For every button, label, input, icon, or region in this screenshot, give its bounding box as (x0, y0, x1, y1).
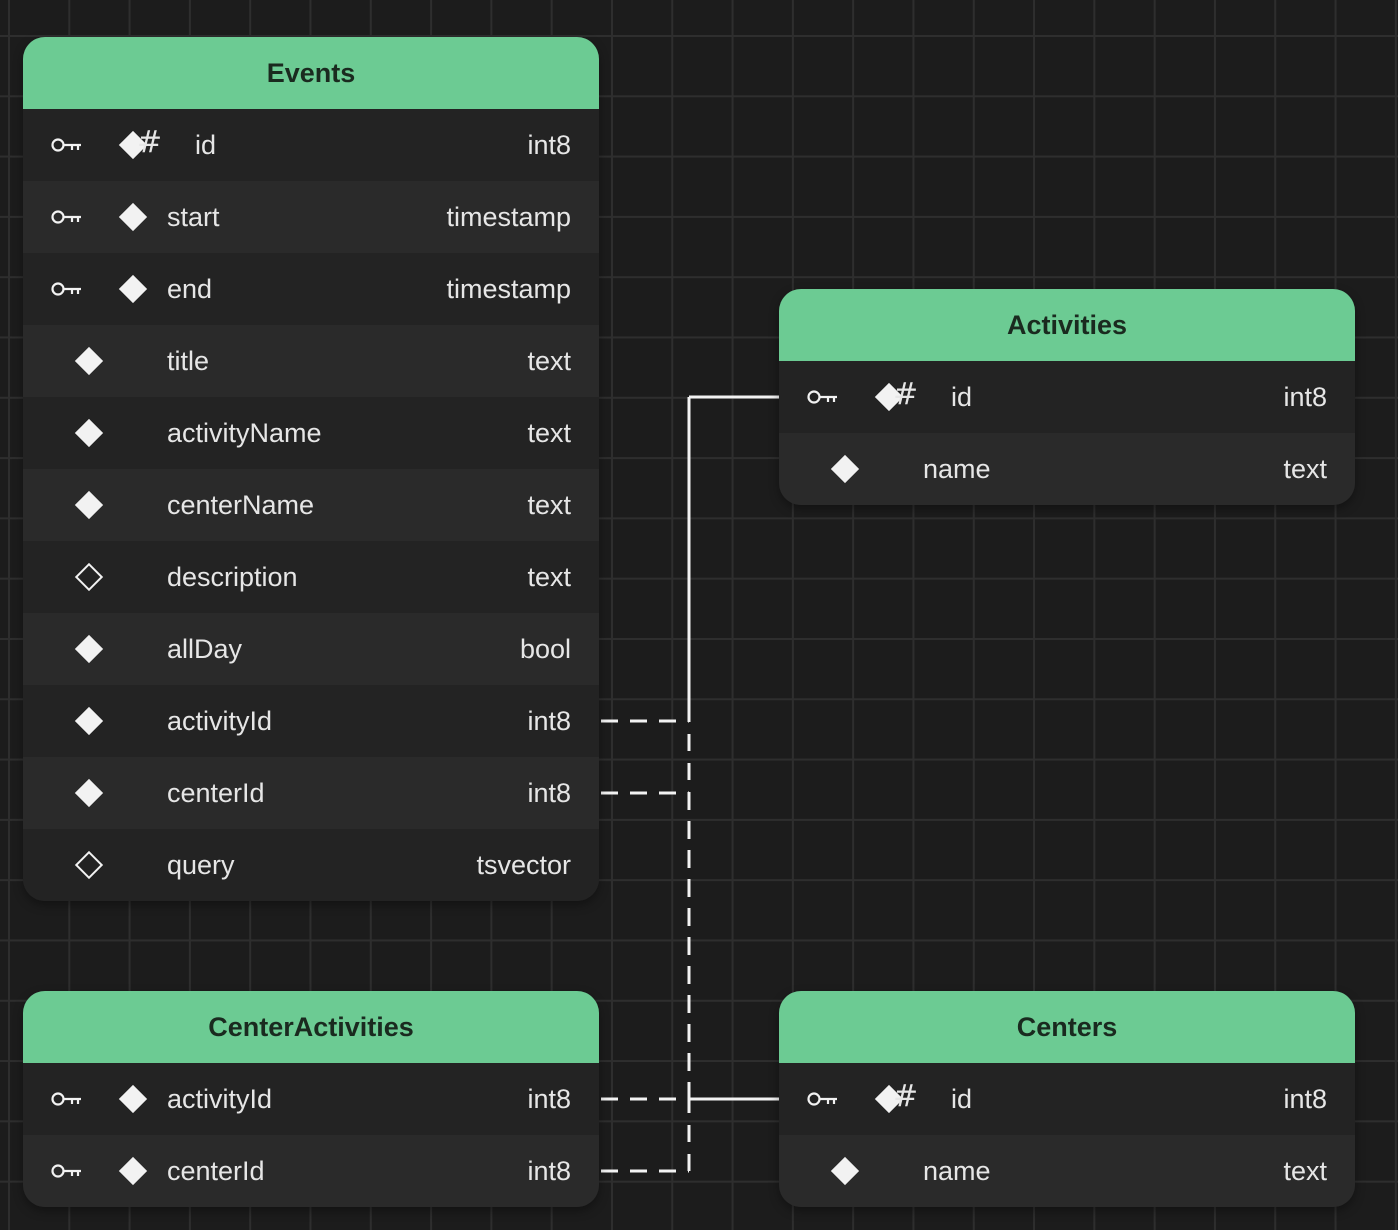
column-type: text (527, 345, 571, 376)
filled-diamond-icon (118, 1084, 148, 1114)
filled-diamond-icon (74, 706, 104, 736)
column-row-start[interactable]: start timestamp (23, 181, 599, 253)
column-name: title (167, 345, 210, 376)
filled-diamond-icon (74, 634, 104, 664)
column-row-center-id[interactable]: centerId int8 (23, 757, 599, 829)
filled-diamond-icon (74, 418, 104, 448)
column-type: int8 (527, 777, 571, 808)
column-name: activityId (167, 1083, 273, 1114)
column-name: end (167, 273, 213, 304)
filled-diamond-icon (118, 1156, 148, 1186)
table-center-activities[interactable]: CenterActivities activityId int8 centerId in… (23, 991, 599, 1207)
column-row-activity-id[interactable]: activityId int8 (23, 1063, 599, 1135)
column-name: name (923, 1155, 991, 1186)
column-type: text (1283, 1155, 1327, 1186)
column-type: int8 (527, 129, 571, 160)
column-name: id (195, 129, 217, 160)
key-icon (807, 390, 837, 404)
key-icon (807, 1092, 837, 1106)
column-name: start (167, 201, 220, 232)
column-name: description (167, 561, 298, 592)
column-row-all-day[interactable]: allDay bool (23, 613, 599, 685)
table-events[interactable]: Events # id int8 start timestamp end timestamp t… (23, 37, 599, 901)
hash-icon: # (893, 1079, 919, 1114)
column-type: int8 (1283, 1083, 1327, 1114)
column-name: query (167, 849, 235, 880)
table-title[interactable]: CenterActivities (23, 991, 599, 1063)
column-type: text (527, 561, 571, 592)
column-row-center-id[interactable]: centerId int8 (23, 1135, 599, 1207)
column-row-name[interactable]: name text (779, 433, 1355, 505)
table-title[interactable]: Activities (779, 289, 1355, 361)
hollow-diamond-icon (74, 850, 104, 880)
column-type: int8 (527, 1083, 571, 1114)
column-row-query[interactable]: query tsvector (23, 829, 599, 901)
column-name: activityName (167, 417, 322, 448)
key-icon (51, 210, 81, 224)
column-row-activity-name[interactable]: activityName text (23, 397, 599, 469)
hash-icon: # (893, 377, 919, 412)
column-type: int8 (527, 705, 571, 736)
filled-diamond-icon (118, 274, 148, 304)
column-name: centerId (167, 1155, 265, 1186)
column-row-name[interactable]: name text (779, 1135, 1355, 1207)
column-row-activity-id[interactable]: activityId int8 (23, 685, 599, 757)
column-row-id[interactable]: # id int8 (779, 361, 1355, 433)
filled-diamond-icon (830, 1156, 860, 1186)
column-row-title[interactable]: title text (23, 325, 599, 397)
table-title[interactable]: Centers (779, 991, 1355, 1063)
column-type: text (1283, 453, 1327, 484)
column-name: centerName (167, 489, 315, 520)
column-name: centerId (167, 777, 265, 808)
hash-icon: # (137, 125, 163, 160)
column-name: activityId (167, 705, 273, 736)
column-type: text (527, 417, 571, 448)
table-activities[interactable]: Activities # id int8 name text (779, 289, 1355, 505)
column-row-description[interactable]: description text (23, 541, 599, 613)
column-name: allDay (167, 633, 243, 664)
column-type: text (527, 489, 571, 520)
filled-diamond-icon (830, 454, 860, 484)
table-centers[interactable]: Centers # id int8 name text (779, 991, 1355, 1207)
column-type: int8 (1283, 381, 1327, 412)
column-name: id (951, 381, 973, 412)
key-icon (51, 1164, 81, 1178)
column-type: tsvector (476, 849, 571, 880)
filled-diamond-icon (74, 346, 104, 376)
filled-diamond-icon (118, 202, 148, 232)
column-type: int8 (527, 1155, 571, 1186)
column-row-id[interactable]: # id int8 (23, 109, 599, 181)
column-name: id (951, 1083, 973, 1114)
column-row-id[interactable]: # id int8 (779, 1063, 1355, 1135)
key-icon (51, 138, 81, 152)
column-type: bool (519, 633, 571, 664)
hollow-diamond-icon (74, 562, 104, 592)
filled-diamond-icon (74, 490, 104, 520)
column-type: timestamp (446, 201, 571, 232)
column-name: name (923, 453, 991, 484)
column-row-center-name[interactable]: centerName text (23, 469, 599, 541)
filled-diamond-icon (74, 778, 104, 808)
key-icon (51, 1092, 81, 1106)
table-title[interactable]: Events (23, 37, 599, 109)
column-type: timestamp (446, 273, 571, 304)
key-icon (51, 282, 81, 296)
column-row-end[interactable]: end timestamp (23, 253, 599, 325)
